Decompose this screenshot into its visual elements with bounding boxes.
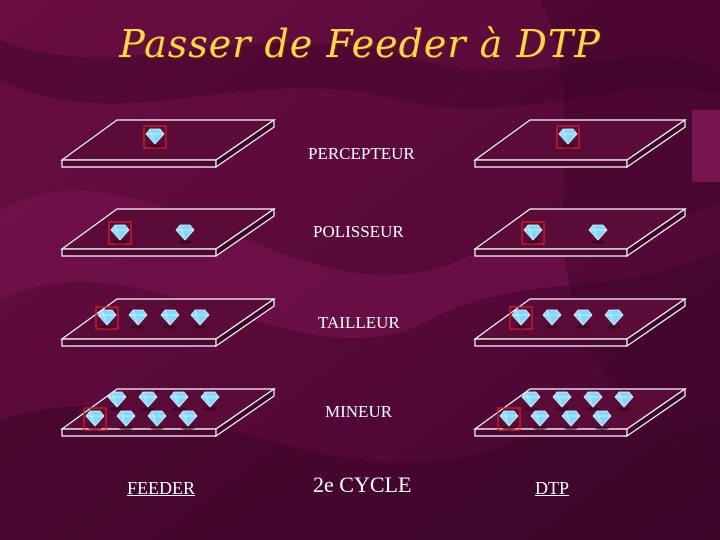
diamond-icon	[521, 221, 545, 245]
highlight-box	[497, 407, 521, 431]
footer-cycle: 2e CYCLE	[313, 472, 412, 497]
diamond-icon	[116, 410, 136, 430]
plate-left-2	[60, 207, 276, 258]
diamond-icon	[107, 391, 127, 411]
level-label-mineur: MINEUR	[325, 402, 393, 421]
plate-right-1	[473, 118, 687, 169]
diamond-icon	[147, 410, 167, 430]
highlight-box	[521, 221, 545, 245]
level-label-polisseur: POLISSEUR	[313, 222, 404, 241]
slide-title: Passer de Feeder à DTP	[119, 22, 601, 66]
diamond-icon	[138, 391, 158, 411]
diamond-icon	[178, 410, 198, 430]
diamond-icon	[83, 407, 107, 431]
plate-left-1	[60, 118, 276, 169]
diamond-icon	[588, 224, 608, 244]
diamond-icon	[160, 309, 180, 329]
diamond-icon	[552, 391, 572, 411]
diamond-icon	[561, 410, 581, 430]
diamond-icon	[169, 391, 189, 411]
diamond-icon	[143, 125, 167, 149]
diamond-icon	[521, 391, 541, 411]
highlight-box	[509, 306, 533, 330]
diamond-icon	[583, 391, 603, 411]
level-label-percepteur: PERCEPTEUR	[308, 144, 415, 163]
diamond-icon	[573, 309, 593, 329]
diamond-icon	[604, 309, 624, 329]
level-label-tailleur: TAILLEUR	[318, 313, 400, 332]
diamond-icon	[175, 224, 195, 244]
diamond-icon	[200, 391, 220, 411]
diamond-icon	[614, 391, 634, 411]
highlight-box	[556, 125, 580, 149]
highlight-box	[83, 407, 107, 431]
diamond-icon	[530, 410, 550, 430]
plate-right-2	[473, 207, 687, 258]
highlight-box	[95, 306, 119, 330]
diamond-icon	[497, 407, 521, 431]
plate-right-4	[473, 387, 687, 438]
diamond-icon	[108, 221, 132, 245]
diamond-icon	[190, 309, 210, 329]
diamond-icon	[95, 306, 119, 330]
diamond-icon	[128, 309, 148, 329]
highlight-box	[143, 125, 167, 149]
plate-right-3	[473, 297, 687, 348]
footer-dtp: DTP	[535, 478, 570, 498]
diamond-icon	[592, 410, 612, 430]
highlight-box	[108, 221, 132, 245]
diamond-icon	[542, 309, 562, 329]
footer-feeder: FEEDER	[127, 478, 196, 498]
diamond-icon	[509, 306, 533, 330]
diamond-icon	[556, 125, 580, 149]
